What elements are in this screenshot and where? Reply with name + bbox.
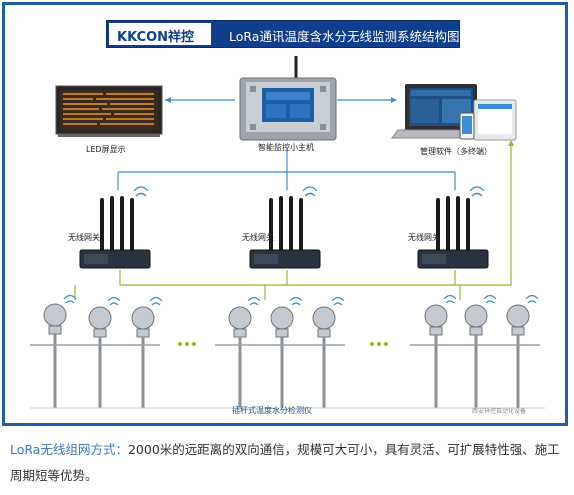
sensor-probe (270, 306, 294, 408)
sensor-group-2 (228, 306, 336, 408)
caption-text: LoRa无线组网方式：2000米的远距离的双向通信，规模可大可小，具有灵活、可扩… (10, 437, 570, 489)
green-links (74, 140, 514, 300)
management-software-device (391, 84, 517, 141)
sensor-probe (424, 304, 448, 408)
label-gateway-1: 无线网关 (68, 233, 100, 242)
watermark-text: 西安祥控自动化设备 (472, 408, 527, 415)
caption-highlight: LoRa无线组网方式： (10, 442, 128, 457)
sensor-group-1 (43, 303, 155, 408)
sensor-probe (506, 304, 530, 408)
diagram-frame (2, 2, 568, 426)
sensor-probe (43, 303, 67, 408)
blue-links (117, 97, 456, 190)
label-gateway-3: 无线网关 (408, 233, 440, 242)
sensor-probe (464, 304, 488, 408)
label-led-screen: LED屏显示 (86, 145, 126, 154)
gateway-device-3 (417, 186, 489, 269)
brand-logo: KKCON祥控 (109, 23, 211, 45)
label-management-software: 管理软件（多终端） (420, 147, 492, 156)
label-monitor-host: 智能监控小主机 (258, 143, 314, 152)
sensor-group-3 (424, 304, 530, 408)
led-screen-device (55, 85, 163, 137)
sensor-probe (228, 306, 252, 408)
more-sensors-ellipsis (178, 342, 388, 346)
gateway-device-2 (249, 186, 321, 269)
diagram-header: KKCON祥控 LoRa通讯温度含水分无线监测系统结构图 (106, 20, 460, 48)
brand-logo-text: KKCON祥控 (117, 30, 195, 45)
label-gateway-2: 无线网关 (242, 233, 274, 242)
monitor-host-device (239, 56, 337, 141)
caption-body: 2000米的远距离的双向通信，规模可大可小，具有灵活、可扩展特性强、施工周期短等… (10, 442, 560, 483)
sensor-probe (131, 306, 155, 408)
sensor-probe (312, 306, 336, 408)
wifi-icon (63, 294, 539, 306)
diagram-title: LoRa通讯温度含水分无线监测系统结构图 (229, 29, 460, 44)
label-sensors: 插杆式温度水分检测仪 (232, 406, 312, 415)
sensor-probe (88, 306, 112, 408)
gateway-device-1 (79, 186, 151, 269)
